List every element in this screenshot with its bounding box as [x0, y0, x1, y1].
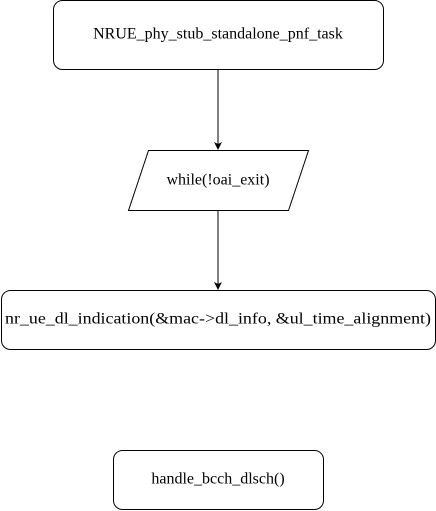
pnf-task-label: NRUE_phy_stub_standalone_pnf_task	[93, 26, 343, 43]
bcch-handler-box	[113, 450, 324, 510]
pnf-task-node: NRUE_phy_stub_standalone_pnf_task	[53, 0, 384, 70]
dl-indication-label: nr_ue_dl_indication(&mac->dl_info, &ul_t…	[5, 311, 431, 328]
dl-indication-node: nr_ue_dl_indication(&mac->dl_info, &ul_t…	[1, 290, 436, 350]
loop-condition-shape	[127, 150, 310, 211]
pnf-task-box	[53, 0, 384, 70]
loop-condition-node: while(!oai_exit)	[127, 150, 310, 211]
bcch-handler-node: handle_bcch_dlsch()	[113, 450, 324, 510]
loop-condition-label: while(!oai_exit)	[166, 172, 269, 189]
bcch-handler-label: handle_bcch_dlsch()	[151, 471, 284, 488]
